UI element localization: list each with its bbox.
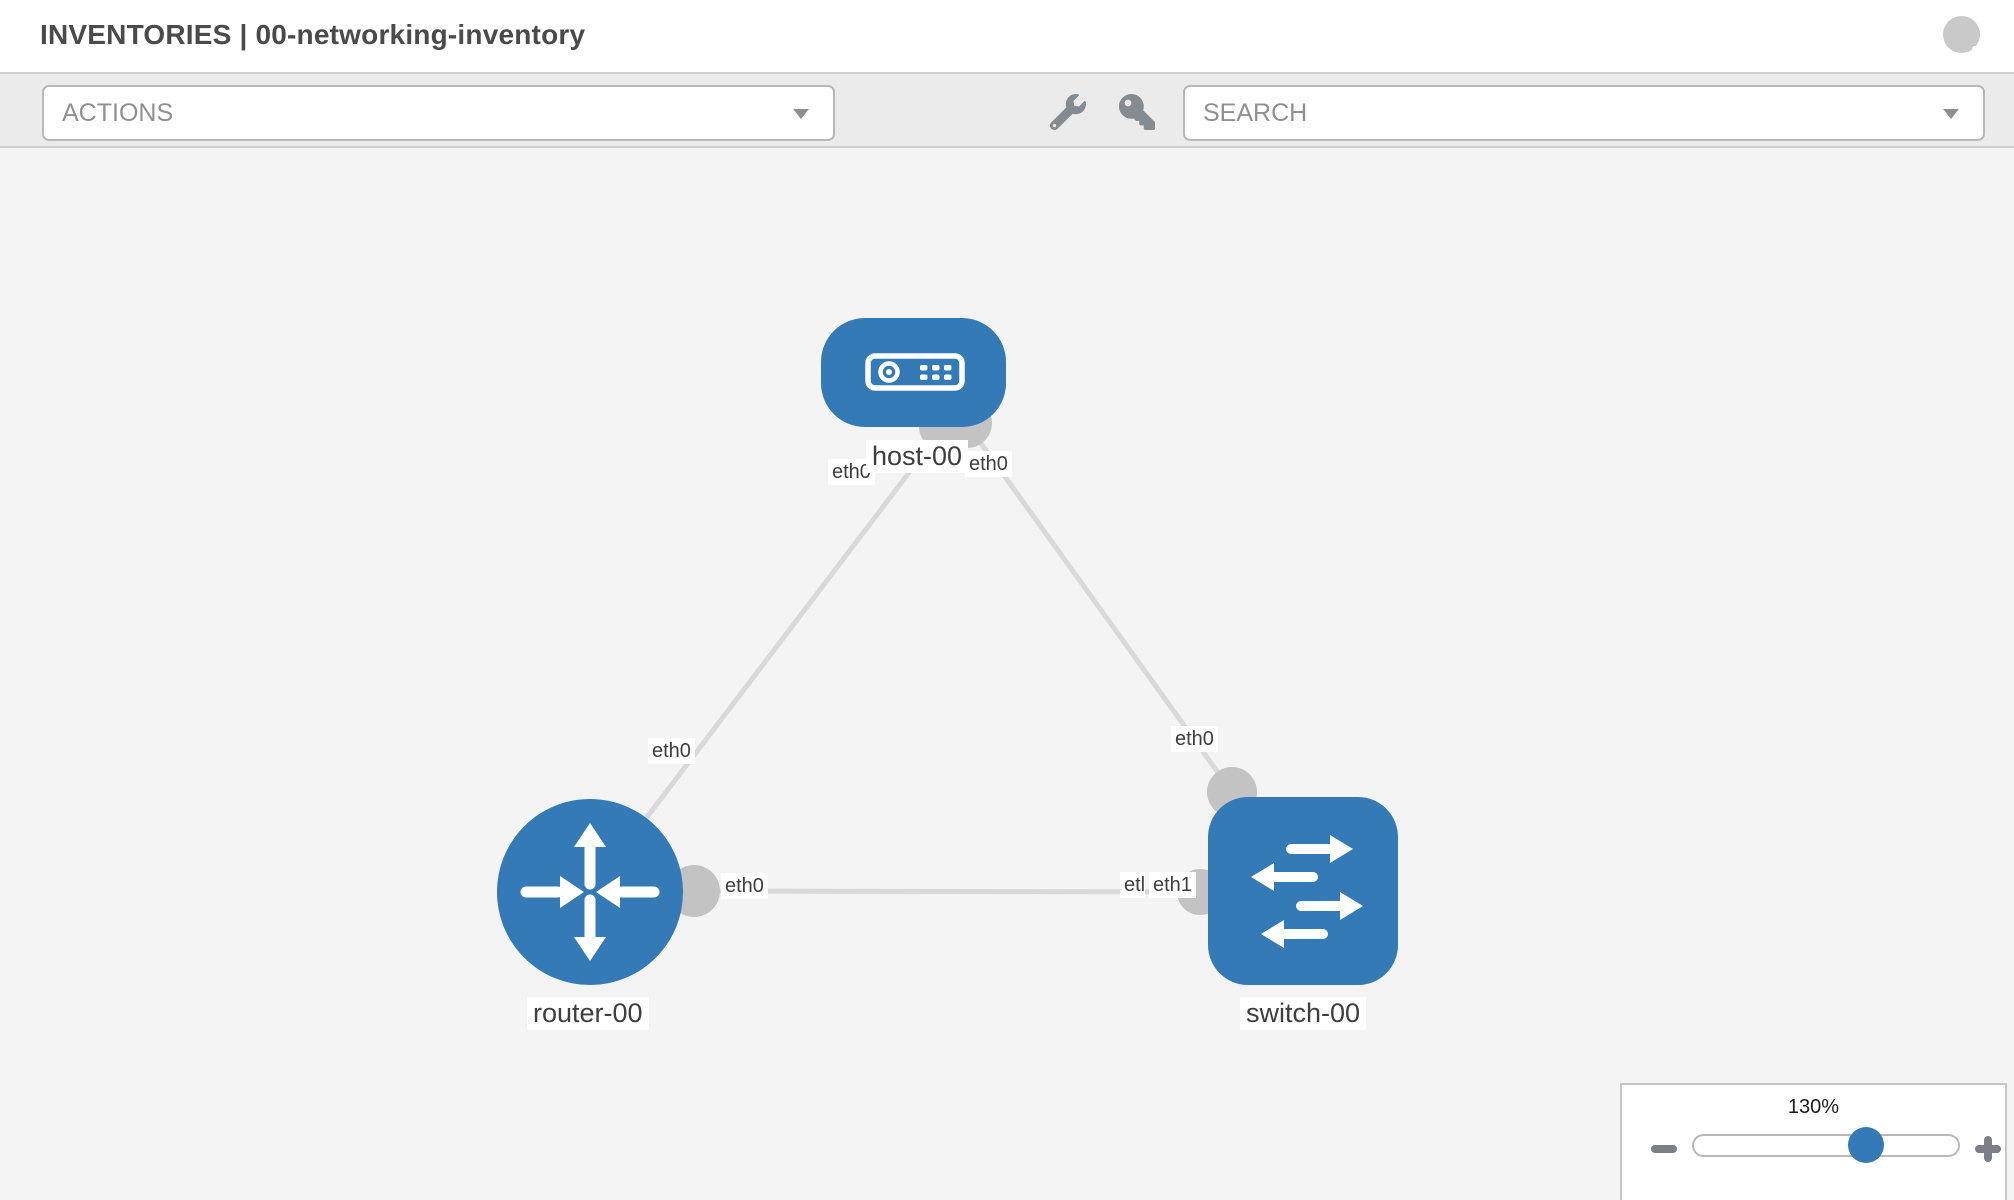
search-dropdown-label: SEARCH — [1203, 99, 1308, 127]
close-button[interactable] — [1943, 16, 1980, 53]
actions-dropdown-label: ACTIONS — [62, 99, 174, 127]
wrench-icon — [1049, 94, 1086, 131]
node-label-switch: switch-00 — [1240, 997, 1367, 1030]
router-icon — [520, 823, 660, 961]
zoom-panel: 130% — [1620, 1083, 2007, 1200]
interface-label-clipped: etl — [1120, 872, 1146, 898]
header: INVENTORIES | 00-networking-inventory — [0, 0, 2014, 72]
minus-icon — [1651, 1145, 1677, 1153]
zoom-level-value: 130% — [1787, 1096, 1840, 1118]
zoom-out-button[interactable] — [1644, 1132, 1684, 1164]
node-label-router: router-00 — [527, 997, 649, 1030]
page-title: INVENTORIES | 00-networking-inventory — [40, 19, 586, 50]
plus-icon — [1984, 1136, 1992, 1162]
interface-label: eth0 — [965, 451, 1012, 477]
zoom-slider-track[interactable] — [1692, 1127, 1960, 1163]
close-icon — [1962, 35, 1999, 72]
zoom-in-button[interactable] — [1968, 1129, 2008, 1169]
configure-button[interactable] — [1049, 94, 1086, 131]
chevron-down-icon — [1943, 109, 1959, 119]
node-label-host: host-00 — [866, 440, 969, 473]
key-button[interactable] — [1119, 94, 1155, 130]
node-switch-00[interactable] — [1208, 797, 1398, 985]
search-dropdown[interactable]: SEARCH — [1183, 85, 1985, 141]
link-host-router[interactable] — [588, 426, 945, 894]
toolbar: ACTIONS SEARCH — [0, 72, 2014, 148]
chevron-down-icon — [793, 109, 809, 119]
node-host-00[interactable] — [821, 318, 1006, 427]
host-icon — [865, 353, 965, 391]
zoom-slider-handle[interactable] — [1848, 1127, 1884, 1163]
key-icon — [1119, 94, 1155, 130]
interface-label: eth0 — [648, 738, 695, 764]
zoom-slider-row — [1622, 1126, 2005, 1172]
topology-canvas[interactable]: eth0 eth0 eth0 eth0 eth0 etl eth1 host-0… — [0, 148, 2014, 1200]
interface-label: eth1 — [1149, 872, 1196, 898]
switch-icon — [1251, 835, 1363, 948]
actions-dropdown[interactable]: ACTIONS — [42, 85, 835, 141]
link-router-switch[interactable] — [693, 888, 1201, 895]
interface-label: eth0 — [721, 873, 768, 899]
node-router-00[interactable] — [497, 799, 683, 985]
interface-label: eth0 — [1171, 726, 1218, 752]
